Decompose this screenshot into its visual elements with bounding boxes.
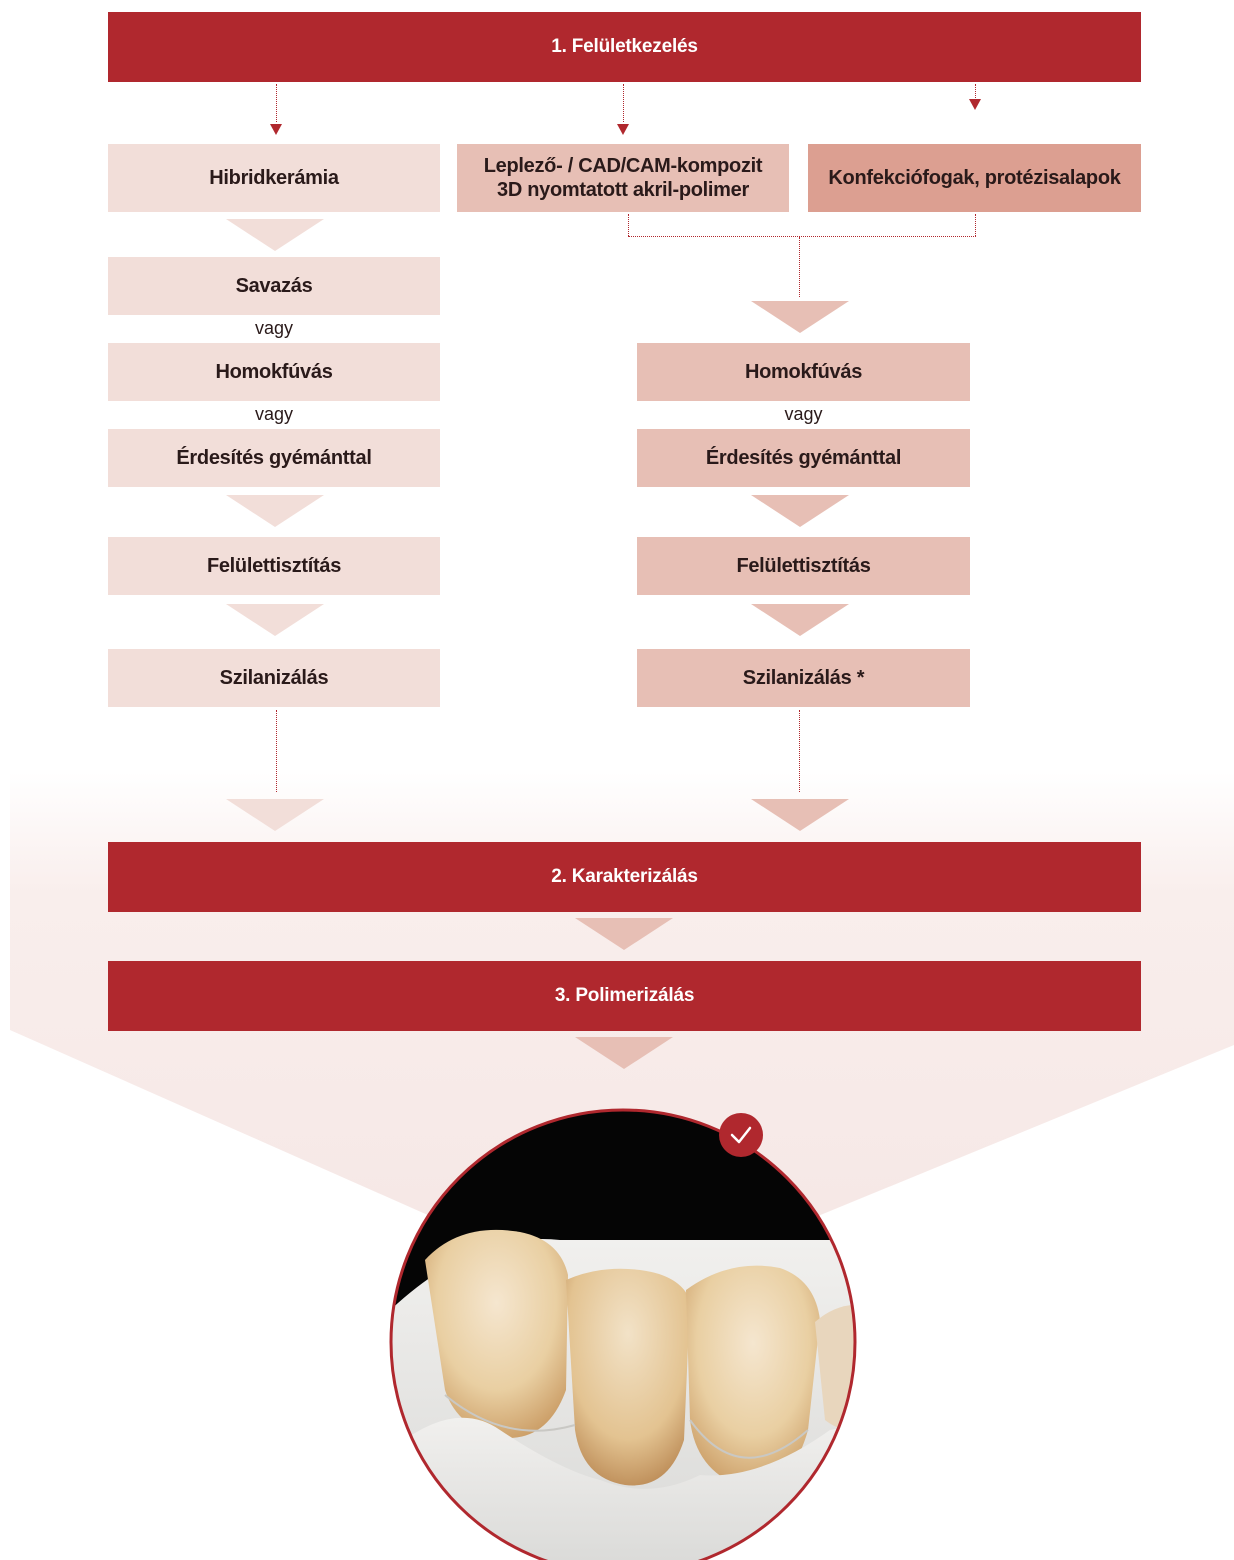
left-or-1: vagy	[254, 318, 294, 338]
left-or-2: vagy	[254, 404, 294, 424]
category-composite: Leplező- / CAD/CAM-kompozit 3D nyomtatot…	[457, 144, 789, 212]
right-sandblasting-label: Homokfúvás	[744, 361, 863, 383]
right-or-1: vagy	[784, 404, 823, 424]
right-diamond: Érdesítés gyémánttal	[637, 429, 970, 487]
step1-bar: 1. Felületkezelés	[108, 12, 1141, 82]
left-etching: Savazás	[108, 257, 440, 315]
right-silanization-label: Szilanizálás *	[742, 667, 865, 689]
left-sandblasting-label: Homokfúvás	[215, 361, 333, 383]
left-silanization-label: Szilanizálás	[219, 667, 329, 689]
right-connector-bottom	[799, 710, 800, 792]
category-hybrid: Hibridkerámia	[108, 144, 440, 212]
connector-teeth	[975, 84, 976, 98]
arrow-down-icon	[226, 799, 324, 831]
right-diamond-label: Érdesítés gyémánttal	[705, 447, 902, 469]
connector-composite	[623, 84, 624, 122]
arrow-teeth-icon	[969, 99, 981, 110]
category-hybrid-label: Hibridkerámia	[209, 167, 339, 189]
left-etching-label: Savazás	[235, 275, 313, 297]
arrow-down-icon	[226, 604, 324, 636]
merge-line-right	[975, 214, 976, 236]
category-teeth-label: Konfekciófogak, protézisalapok	[828, 167, 1121, 189]
category-composite-label-2: 3D nyomtatott akril-polimer	[497, 179, 749, 201]
arrow-down-icon	[751, 301, 849, 333]
step1-title: 1. Felületkezelés	[551, 36, 698, 57]
right-cleaning: Felülettisztítás	[637, 537, 970, 595]
right-cleaning-label: Felülettisztítás	[736, 555, 871, 577]
left-connector-bottom	[276, 710, 277, 792]
right-sandblasting: Homokfúvás	[637, 343, 970, 401]
left-cleaning: Felülettisztítás	[108, 537, 440, 595]
left-sandblasting: Homokfúvás	[108, 343, 440, 401]
connector-hybrid	[276, 84, 277, 122]
arrow-down-icon	[226, 219, 324, 251]
arrow-down-icon	[575, 1037, 673, 1069]
step3-bar: 3. Polimerizálás	[108, 961, 1141, 1031]
arrow-down-icon	[751, 799, 849, 831]
arrow-down-icon	[751, 495, 849, 527]
arrow-composite-icon	[617, 124, 629, 135]
left-cleaning-label: Felülettisztítás	[206, 555, 342, 577]
checkmark-icon	[730, 1126, 752, 1144]
step2-title: 2. Karakterizálás	[551, 866, 698, 887]
result-check-badge	[719, 1113, 763, 1157]
arrow-hybrid-icon	[270, 124, 282, 135]
step3-title: 3. Polimerizálás	[554, 985, 695, 1006]
left-diamond: Érdesítés gyémánttal	[108, 429, 440, 487]
left-silanization: Szilanizálás	[108, 649, 440, 707]
merge-line-down	[799, 237, 800, 297]
left-diamond-label: Érdesítés gyémánttal	[176, 447, 372, 469]
arrow-down-icon	[226, 495, 324, 527]
merge-line-left	[628, 214, 629, 236]
category-teeth: Konfekciófogak, protézisalapok	[808, 144, 1141, 212]
merge-line-horizontal	[628, 236, 976, 237]
arrow-down-icon	[751, 604, 849, 636]
category-composite-label-1: Leplező- / CAD/CAM-kompozit	[483, 155, 763, 177]
arrow-down-icon	[575, 918, 673, 950]
right-silanization: Szilanizálás *	[637, 649, 970, 707]
step2-bar: 2. Karakterizálás	[108, 842, 1141, 912]
